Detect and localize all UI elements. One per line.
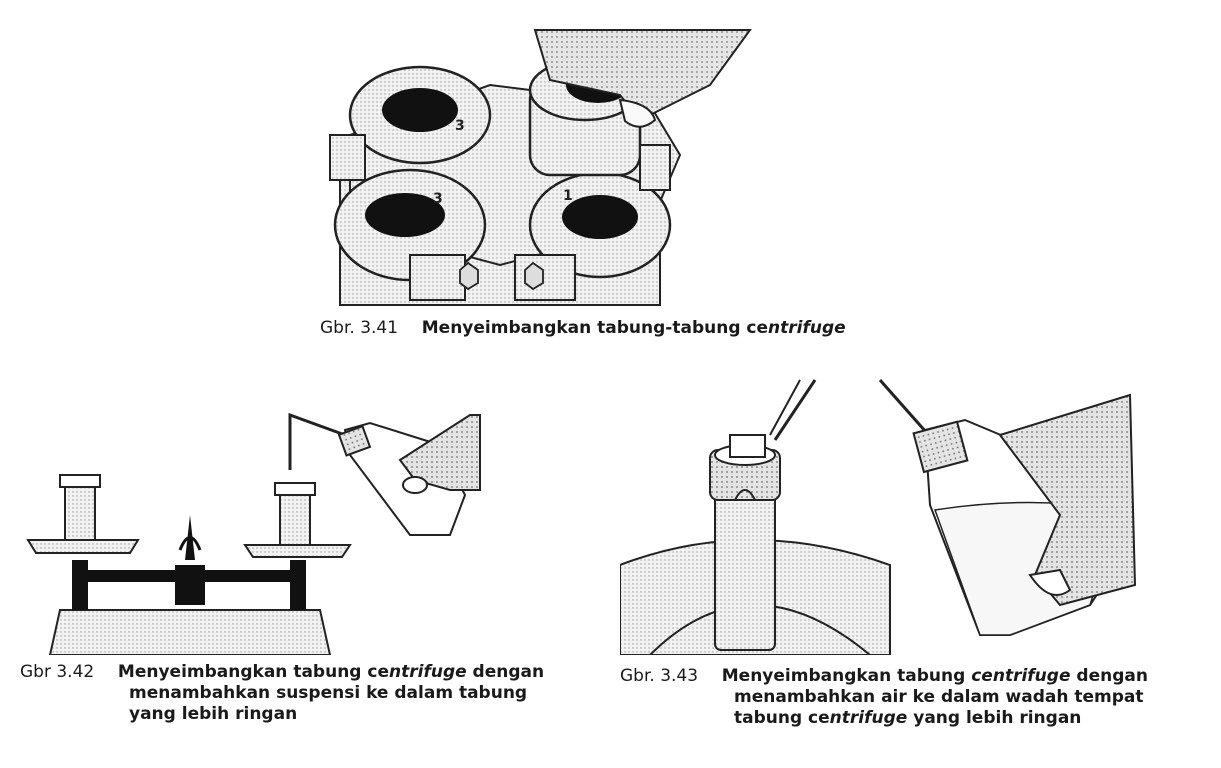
slot-label-3b: 3 <box>433 191 443 207</box>
caption-line-3: yang lebih ringan <box>129 704 298 724</box>
caption-line-2: menambahkan air ke dalam wadah tempat <box>734 687 1144 707</box>
figure-number: Gbr. 3.43 <box>620 666 699 686</box>
caption-text-after: dengan <box>466 662 545 682</box>
figure-number: Gbr. 3.41 <box>320 318 399 338</box>
caption-line-2: menambahkan suspensi ke dalam tabung <box>129 683 528 703</box>
figure-3-43-illustration <box>620 375 1140 655</box>
caption-text: Menyeimbangkan tabung ce <box>117 662 389 682</box>
figure-3-42-illustration <box>20 375 490 655</box>
figure-number: Gbr 3.42 <box>20 662 95 682</box>
caption-3-43: Gbr. 3.43 Menyeimbangkan tabung centrifu… <box>620 666 1148 729</box>
figure-3-41-illustration: 4 3 3 1 <box>320 25 780 315</box>
caption-line-3: tabung centrifuge yang lebih ringan <box>620 708 1148 729</box>
caption-text: Menyeimbangkan tabung <box>721 666 972 686</box>
slot-label-1: 1 <box>563 188 573 204</box>
caption-text-after: yang lebih ringan <box>907 708 1082 728</box>
slot-label-3a: 3 <box>455 118 465 134</box>
caption-italic: ntrifuge <box>768 318 846 338</box>
caption-3-41: Gbr. 3.41 Menyeimbangkan tabung-tabung c… <box>320 318 846 339</box>
caption-text-after: dengan <box>1070 666 1148 686</box>
caption-3-42: Gbr 3.42 Menyeimbangkan tabung centrifug… <box>20 662 544 725</box>
caption-text: Menyeimbangkan tabung-tabung ce <box>421 318 769 338</box>
caption-italic: centrifuge <box>971 666 1071 686</box>
caption-italic: ntrifuge <box>829 708 908 728</box>
caption-text: tabung ce <box>734 708 830 728</box>
caption-italic: ntrifuge <box>389 662 467 682</box>
